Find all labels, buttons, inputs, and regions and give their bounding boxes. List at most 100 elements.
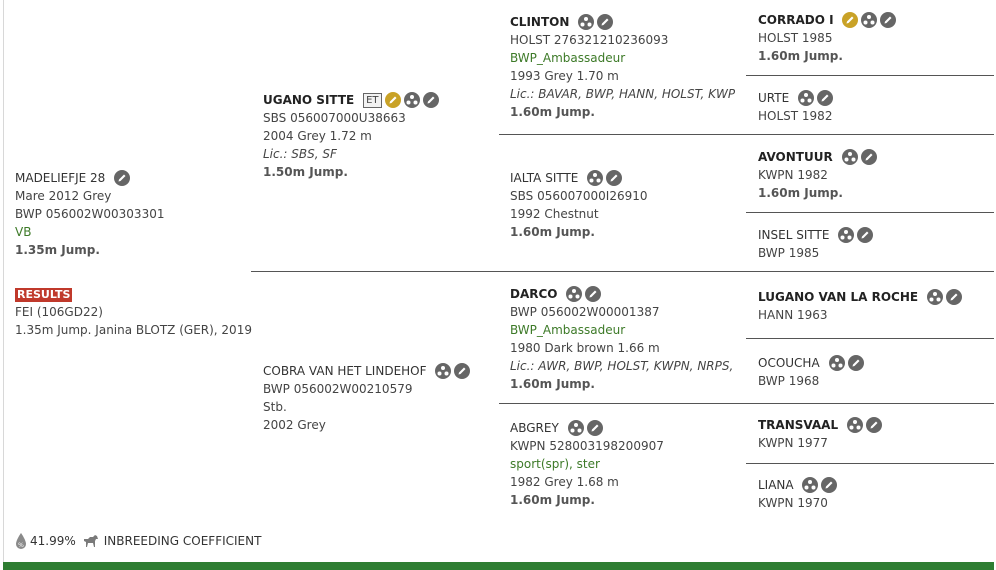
ds-name[interactable]: DARCO (510, 286, 558, 301)
ss-info-1: HOLST 276321210236093 (510, 32, 669, 47)
pencil-icon[interactable] (847, 355, 864, 371)
sire: UGANO SITTE ET SBS 056007000U38663 2004 … (263, 90, 442, 181)
dd-info-2: sport(spr), ster (510, 456, 600, 471)
pedigree-icon[interactable] (846, 417, 863, 433)
g4-name-0[interactable]: CORRADO I (758, 12, 834, 27)
dam-name[interactable]: COBRA VAN HET LINDEHOF (263, 363, 427, 378)
sire-info-3: Lic.: SBS, SF (263, 146, 337, 161)
pencil-icon[interactable] (606, 170, 623, 186)
gold-pencil-icon[interactable] (842, 12, 859, 28)
dd-info-1: KWPN 528003198200907 (510, 438, 664, 453)
pencil-icon[interactable] (865, 417, 882, 433)
pedigree-icon[interactable] (435, 363, 452, 379)
inbreeding-row: % 41.99% INBREEDING COEFFICIENT (15, 532, 267, 550)
g4-info-1a: HOLST 1982 (758, 108, 833, 123)
gen4-avontuur: AVONTUUR KWPN 1982 1.60m Jump. (758, 147, 880, 202)
dam-info-1: BWP 056002W00210579 (263, 381, 413, 396)
g4-info-2a: KWPN 1982 (758, 167, 828, 182)
pedigree-icon[interactable] (861, 12, 878, 28)
pencil-icon[interactable] (945, 289, 962, 305)
pencil-icon[interactable] (454, 363, 471, 379)
subject-horse: MADELIEFJE 28 Mare 2012 Grey BWP 056002W… (15, 168, 164, 259)
ss-name[interactable]: CLINTON (510, 14, 570, 29)
pencil-icon[interactable] (817, 90, 833, 106)
dam-dam: ABGREY KWPN 528003198200907 sport(spr), … (510, 418, 664, 509)
gen4-transvaal: TRANSVAAL KWPN 1977 (758, 415, 885, 452)
svg-text:%: % (18, 542, 24, 549)
pencil-icon[interactable] (860, 149, 877, 165)
g4-name-2[interactable]: AVONTUUR (758, 149, 833, 164)
results-line-1: FEI (106GD22) (15, 305, 103, 319)
dd-info-3: 1982 Grey 1.68 m (510, 474, 619, 489)
g4-name-5[interactable]: OCOUCHA (758, 355, 820, 370)
pedigree-icon[interactable] (828, 355, 845, 371)
results-line-2: 1.35m Jump. Janina BLOTZ (GER), 2019 (15, 323, 252, 337)
pedigree-icon[interactable] (926, 289, 943, 305)
bottom-accent-bar (3, 562, 994, 570)
dam-info-2: Stb. (263, 399, 287, 414)
subject-info-3: VB (15, 224, 32, 239)
pencil-icon[interactable] (585, 286, 602, 302)
pedigree-icon[interactable] (841, 149, 858, 165)
pedigree-icon[interactable] (587, 170, 604, 186)
pedigree-icon[interactable] (802, 477, 819, 493)
gen4-corrado: CORRADO I HOLST 1985 1.60m Jump. (758, 10, 899, 65)
ds-info-3: 1980 Dark brown 1.66 m (510, 340, 660, 355)
dd-name[interactable]: ABGREY (510, 420, 559, 435)
pedigree-icon[interactable] (578, 14, 595, 30)
pencil-icon[interactable] (114, 170, 131, 186)
sd-name[interactable]: IALTA SITTE (510, 170, 579, 185)
g4-name-4[interactable]: LUGANO VAN LA ROCHE (758, 289, 919, 304)
g4-name-3[interactable]: INSEL SITTE (758, 227, 830, 242)
dam-info-3: 2002 Grey (263, 417, 326, 432)
g4-info-4a: HANN 1963 (758, 307, 828, 322)
ss-info-3: 1993 Grey 1.70 m (510, 68, 619, 83)
subject-info-1: Mare 2012 Grey (15, 188, 112, 203)
g4-name-1[interactable]: URTE (758, 90, 790, 105)
pencil-icon[interactable] (880, 12, 897, 28)
ss-info-4: Lic.: BAVAR, BWP, HANN, HOLST, KWPN, ... (510, 86, 735, 101)
pedigree-icon[interactable] (403, 92, 420, 108)
sd-info-3: 1.60m Jump. (510, 224, 595, 239)
sire-info-2: 2004 Grey 1.72 m (263, 128, 372, 143)
sire-dam: IALTA SITTE SBS 056007000I26910 1992 Che… (510, 168, 648, 241)
pencil-icon[interactable] (857, 227, 874, 243)
pencil-icon[interactable] (586, 420, 603, 436)
pedigree-icon[interactable] (567, 420, 584, 436)
horse-icon (83, 535, 98, 547)
pencil-icon[interactable] (422, 92, 439, 108)
ss-info-2: BWP_Ambassadeur (510, 50, 626, 65)
subject-name[interactable]: MADELIEFJE 28 (15, 170, 106, 185)
inbreeding-label[interactable]: INBREEDING COEFFICIENT (103, 534, 262, 548)
g4-name-6[interactable]: TRANSVAAL (758, 417, 839, 432)
g4-info-6a: KWPN 1977 (758, 435, 828, 450)
sire-name[interactable]: UGANO SITTE (263, 92, 355, 107)
g4-name-7[interactable]: LIANA (758, 477, 794, 492)
droplet-percent-icon: % (16, 533, 26, 549)
divider-g4-5 (746, 338, 994, 339)
g4-info-2b: 1.60m Jump. (758, 185, 843, 200)
sire-sire: CLINTON HOLST 276321210236093 BWP_Ambass… (510, 12, 735, 121)
pedigree-icon[interactable] (566, 286, 583, 302)
dam: COBRA VAN HET LINDEHOF BWP 056002W002105… (263, 361, 473, 434)
divider-g4-1 (746, 75, 994, 76)
sire-info-4: 1.50m Jump. (263, 164, 348, 179)
sd-info-1: SBS 056007000I26910 (510, 188, 648, 203)
pencil-icon[interactable] (597, 14, 614, 30)
g4-info-7a: KWPN 1970 (758, 495, 828, 510)
divider-sire-dam (251, 271, 994, 272)
pedigree-icon[interactable] (838, 227, 855, 243)
g4-info-3a: BWP 1985 (758, 245, 820, 260)
sire-info-1: SBS 056007000U38663 (263, 110, 406, 125)
results-badge[interactable]: RESULTS (15, 288, 73, 302)
pencil-icon[interactable] (821, 477, 838, 493)
g4-info-0b: 1.60m Jump. (758, 48, 843, 63)
gen4-urte: URTE HOLST 1982 (758, 88, 836, 125)
divider-g4-7 (746, 463, 994, 464)
gen4-liana: LIANA KWPN 1970 (758, 475, 840, 512)
pedigree-icon[interactable] (798, 90, 814, 106)
gold-pencil-icon[interactable] (384, 92, 401, 108)
sd-info-2: 1992 Chestnut (510, 206, 599, 221)
ds-info-2: BWP_Ambassadeur (510, 322, 626, 337)
g4-info-0a: HOLST 1985 (758, 30, 833, 45)
